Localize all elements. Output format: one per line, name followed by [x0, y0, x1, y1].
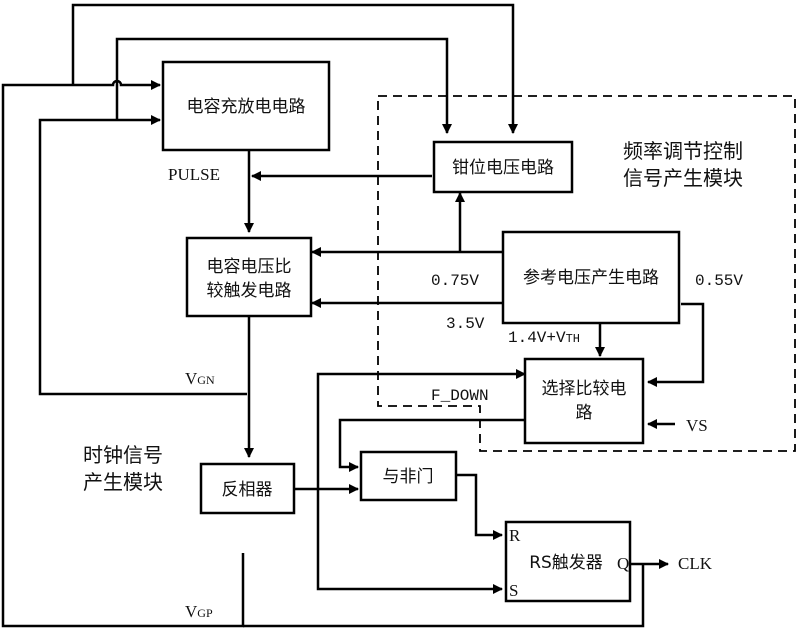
q-pin-label: Q [617, 554, 629, 573]
v14-main: 1.4V+V [508, 329, 566, 347]
wire-055v [647, 302, 705, 387]
wire-fdown [338, 418, 525, 472]
rs-flipflop-block [504, 520, 632, 603]
inverter-label: 反相器 [222, 480, 273, 500]
nand-label: 与非门 [383, 467, 434, 487]
nand-block [359, 450, 458, 502]
freq-control-module-label-2: 信号产生模块 [623, 166, 743, 190]
rs-flipflop-label: RS触发器 [529, 553, 603, 573]
clock-gen-module-label-2: 产生模块 [83, 470, 163, 494]
freq-control-module-boundary [377, 95, 796, 452]
vgp-main: V [185, 602, 198, 621]
wire-q-feedback [243, 564, 645, 628]
cap-compare-label-1: 电容电压比 [207, 257, 292, 277]
v35-label: 3.5V [446, 315, 485, 333]
pulse-label: PULSE [168, 165, 220, 184]
ref-voltage-block [501, 230, 681, 325]
select-compare-label-1: 选择比较电 [542, 379, 627, 399]
clk-label: CLK [678, 554, 713, 573]
f-down-label: F_DOWN [431, 387, 489, 405]
clock-gen-module-label-1: 时钟信号 [83, 443, 163, 467]
ref-voltage-label: 参考电压产生电路 [523, 268, 659, 288]
v14-label: 1.4V+VTH [508, 329, 580, 347]
cap-compare-block [185, 236, 313, 318]
vgp-sub: GP [197, 606, 213, 620]
v075-label: 0.75V [431, 272, 479, 290]
select-compare-label-2: 路 [576, 403, 593, 423]
inverter-block [199, 462, 296, 515]
select-compare-block [523, 357, 645, 445]
wire-loop-select-s [316, 369, 526, 489]
cap-compare-label-2: 较触发电路 [207, 281, 292, 301]
vgp-label: VGP [185, 602, 213, 621]
clamp-block [432, 140, 574, 194]
clamp-label: 钳位电压电路 [452, 158, 554, 178]
vgn-label: VGN [185, 369, 215, 388]
wire-nand-to-r [457, 473, 503, 540]
vs-label: VS [686, 416, 708, 435]
v055-label: 0.55V [695, 272, 743, 290]
vgn-main: V [185, 369, 198, 388]
wire-vgp-loop [1, 79, 245, 628]
freq-control-module-label-1: 频率调节控制 [623, 139, 743, 163]
v14-sub: TH [566, 332, 580, 346]
cap-charge-label: 电容充放电电路 [187, 97, 306, 117]
wire-second-to-clamp-left [115, 37, 452, 134]
r-pin-label: R [509, 526, 521, 545]
cap-charge-block [161, 60, 331, 152]
vgn-sub: GN [197, 373, 215, 387]
wire-to-s [316, 489, 503, 594]
wire-vgn-loop [38, 115, 247, 396]
s-pin-label: S [509, 581, 518, 600]
wire-top-to-clamp-right [71, 3, 518, 134]
